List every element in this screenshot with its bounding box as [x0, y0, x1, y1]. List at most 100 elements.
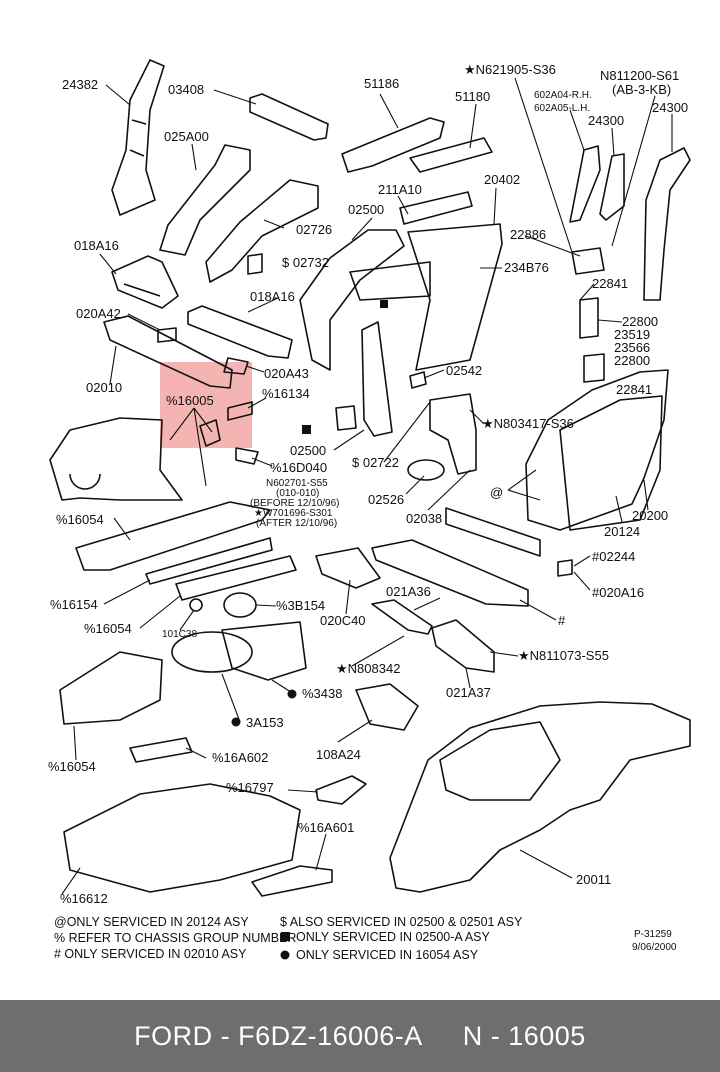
part-16134 [227, 401, 253, 421]
part-02526 [407, 459, 445, 481]
label-22841a: 22841 [592, 276, 628, 291]
label-N811073: ★N811073-S55 [518, 648, 609, 663]
part-3B154 [223, 592, 257, 618]
leader-lines [61, 77, 673, 895]
part-fender [49, 417, 183, 501]
label-02526: 02526 [368, 492, 404, 507]
note-5-square [281, 932, 290, 941]
part-24300-mid [599, 153, 625, 221]
label-22886: 22886 [510, 227, 546, 242]
label-N803417: ★N803417-S36 [482, 416, 574, 431]
note-4: $ ALSO SERVICED IN 02500 & 02501 ASY [280, 915, 523, 929]
label-02732: $ 02732 [282, 255, 329, 270]
part-labels: 24382 03408 51186 51180 ★N621905-S36 N81… [48, 62, 688, 906]
part-101C38 [189, 598, 203, 612]
label-N808342: ★N808342 [336, 661, 400, 676]
part-021A36 [371, 599, 433, 635]
label-602A05: 602A05-L.H. [534, 103, 590, 114]
label-16A601: %16A601 [298, 820, 354, 835]
part-20402 [349, 223, 503, 371]
label-16054b: %16054 [84, 621, 132, 636]
part-211A10 [399, 191, 473, 225]
part-020C40 [315, 547, 381, 589]
label-018A16a: 018A16 [74, 238, 119, 253]
part-16A602 [129, 737, 193, 763]
label-16A602: %16A602 [212, 750, 268, 765]
ref-code: P-31259 [634, 929, 672, 940]
part-02038 [429, 393, 477, 475]
label-021A37: 021A37 [446, 685, 491, 700]
label-02500b: 02500 [290, 443, 326, 458]
label-02722: $ 02722 [352, 455, 399, 470]
part-16A601 [251, 865, 333, 897]
label-3B154: %3B154 [276, 598, 325, 613]
label-602A04: 602A04-R.H. [534, 90, 592, 101]
part-16612 [63, 783, 301, 893]
label-23519: 23519 [614, 327, 650, 342]
label-20402: 20402 [484, 172, 520, 187]
part-020A43 [223, 357, 249, 375]
label-22800b: 22800 [614, 353, 650, 368]
label-N811200: N811200-S61 [600, 68, 679, 83]
label-before: (BEFORE 12/10/96) [250, 498, 339, 509]
part-16054-apron [175, 555, 297, 601]
label-N602701: N602701-S55 [266, 478, 328, 489]
label-16D040: %16D040 [270, 460, 327, 475]
note-6: ONLY SERVICED IN 16054 ASY [296, 948, 479, 962]
part-16154 [145, 537, 273, 585]
dot-marker-1 [287, 689, 297, 699]
label-16005: %16005 [166, 393, 214, 408]
label-3A153: 3A153 [246, 715, 284, 730]
part-108A24 [355, 683, 419, 731]
label-16797: %16797 [226, 780, 274, 795]
footer-brand: FORD - F6DZ-16006-A [134, 1020, 423, 1051]
part-cowl [445, 507, 541, 557]
footer-spacer [423, 1021, 463, 1052]
label-018A16b: 018A16 [250, 289, 295, 304]
exploded-parts-diagram: 24382 03408 51186 51180 ★N621905-S36 N81… [48, 59, 691, 962]
label-16054c: %16054 [48, 759, 96, 774]
part-02722 [335, 405, 357, 431]
label-W701696: ★W701696-S301 [254, 508, 333, 519]
part-51180 [409, 137, 493, 173]
part-22800 [579, 297, 599, 339]
ref-date: 9/06/2000 [632, 942, 677, 953]
note-1: @ONLY SERVICED IN 20124 ASY [54, 915, 249, 929]
note-6-dot [280, 950, 290, 960]
label-020A43: 020A43 [264, 366, 309, 381]
part-602A04 [569, 145, 601, 223]
label-16134: %16134 [262, 386, 310, 401]
label-after: (AFTER 12/10/96) [256, 518, 337, 529]
part-020A42 [157, 327, 177, 343]
footer-number: N - 16005 [462, 1020, 586, 1051]
part-021A37 [431, 619, 495, 673]
part-16D040 [235, 447, 259, 465]
note-3: # ONLY SERVICED IN 02010 ASY [54, 947, 247, 961]
label-16054a: %16054 [56, 512, 104, 527]
part-20011 [389, 701, 691, 893]
label-23566: 23566 [614, 340, 650, 355]
label-16612: %16612 [60, 891, 108, 906]
part-3A153 [171, 631, 253, 673]
part-02244 [557, 559, 573, 577]
part-20124 [525, 369, 669, 531]
part-018A16-mid [187, 305, 293, 359]
part-22800b [583, 353, 605, 383]
label-51180: 51180 [455, 89, 490, 104]
label-at-symbol: @ [490, 485, 503, 500]
part-22886 [571, 247, 605, 275]
part-20200 [559, 395, 663, 531]
label-02038: 02038 [406, 511, 442, 526]
label-02726: 02726 [296, 222, 332, 237]
part-03408 [249, 93, 329, 141]
label-010010: (010-010) [276, 488, 319, 499]
part-24300-right [643, 147, 691, 301]
label-hash: # [558, 613, 566, 628]
legend-notes: @ONLY SERVICED IN 20124 ASY % REFER TO C… [54, 915, 677, 962]
part-16797 [315, 775, 367, 805]
part-02010 [103, 315, 233, 389]
square-marker-1 [380, 300, 388, 308]
label-03408: 03408 [168, 82, 204, 97]
label-234B76: 234B76 [504, 260, 549, 275]
label-20011: 20011 [576, 872, 611, 887]
